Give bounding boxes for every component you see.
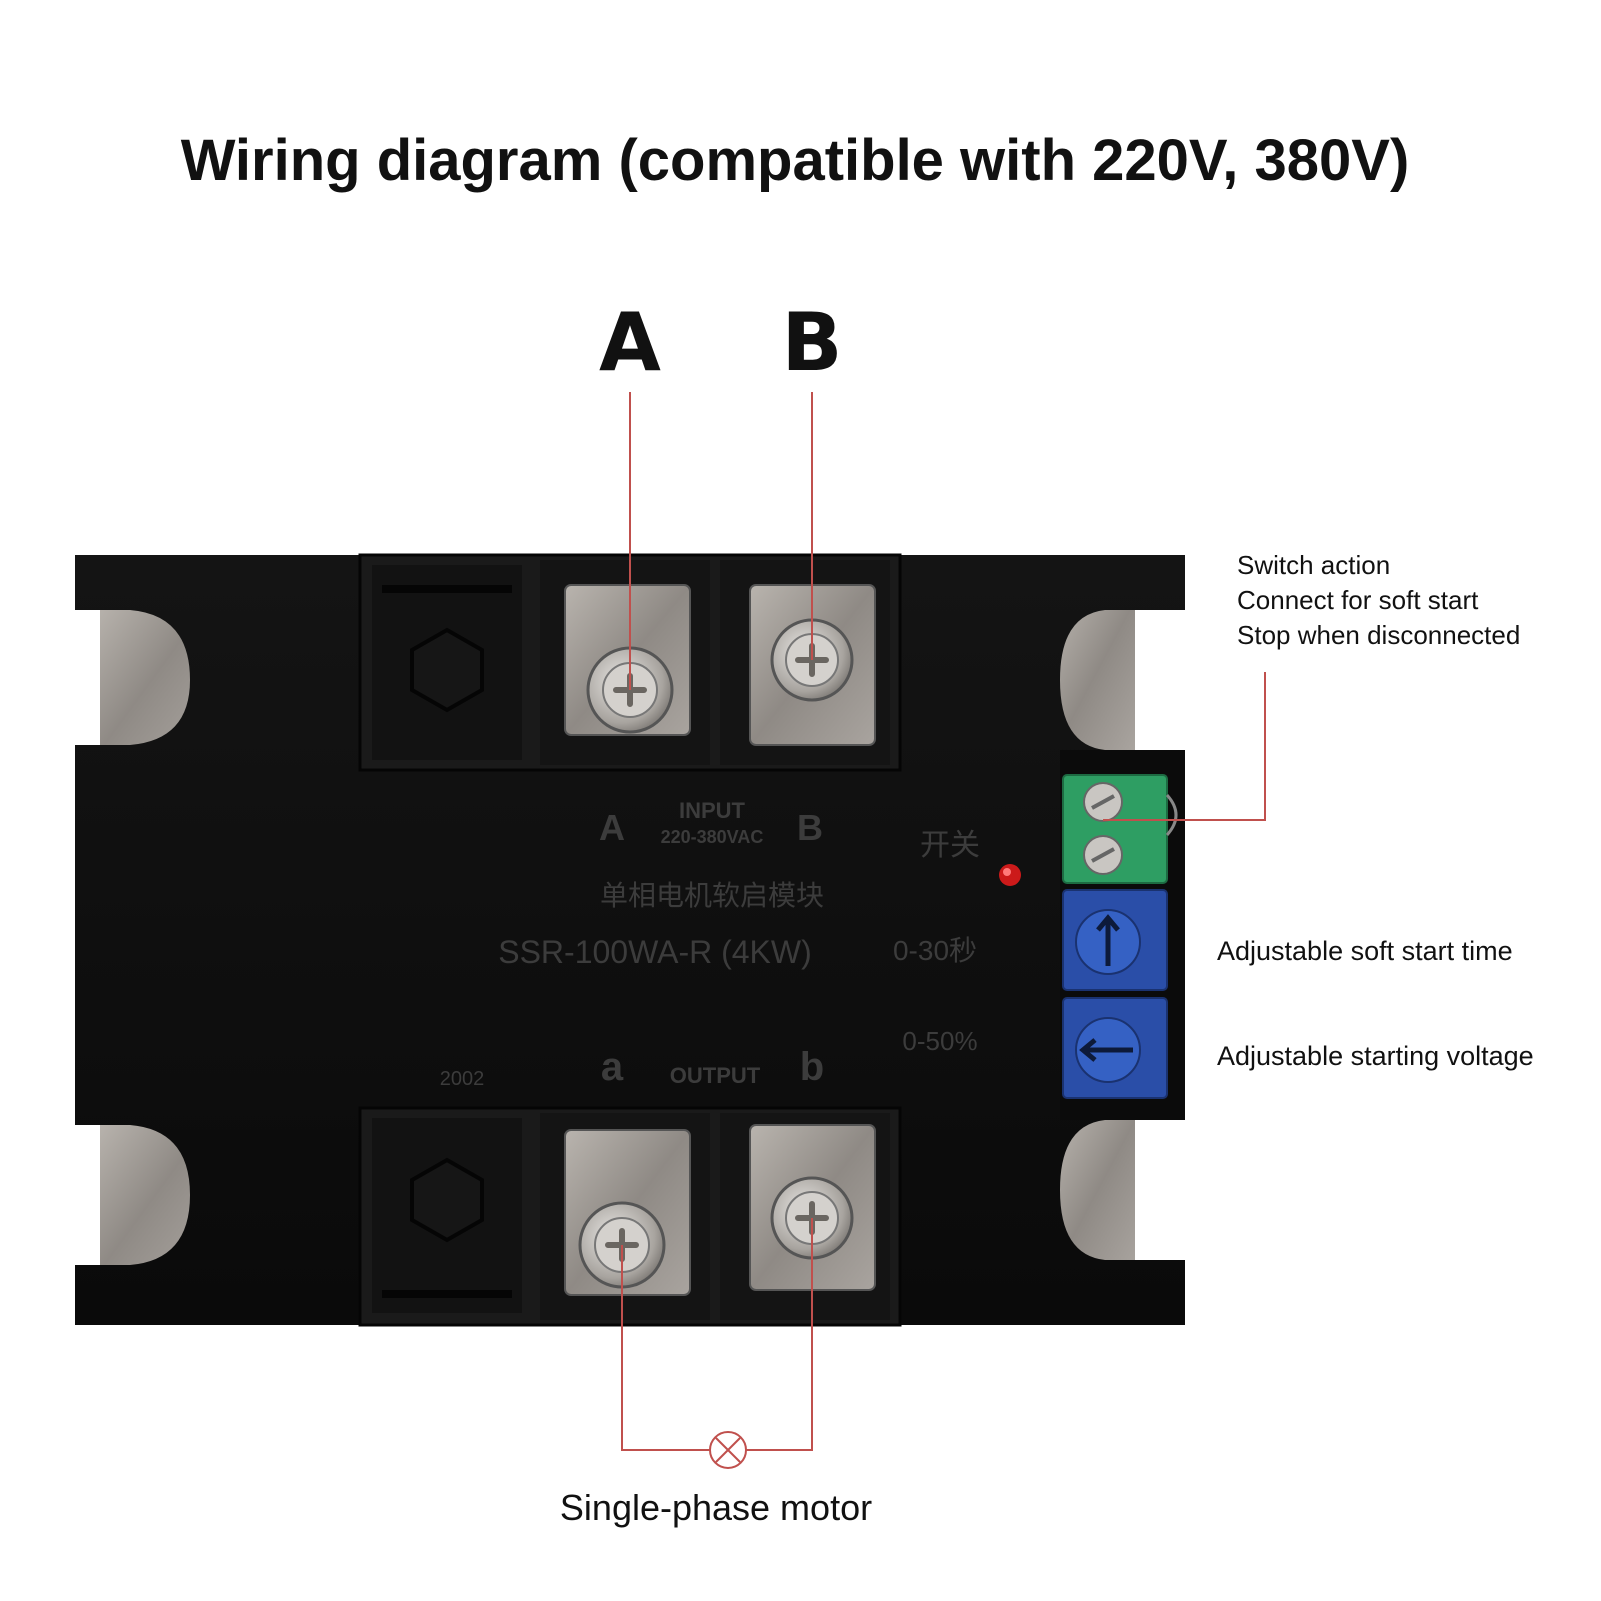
print-switch-cn: 开关 [920, 829, 980, 862]
motor-symbol-icon [709, 1431, 747, 1469]
hex-nut-icon [410, 1157, 484, 1243]
print-input-a: A [599, 807, 625, 848]
print-input-word: INPUT [679, 798, 746, 823]
input-label-a: A [599, 296, 661, 389]
print-code: 2002 [440, 1068, 485, 1090]
print-input-b: B [797, 807, 823, 848]
wire-switch-callout [1103, 672, 1266, 821]
print-name-cn: 单相电机软启模块 [600, 880, 824, 911]
print-voltage-range: 0-50% [902, 1026, 977, 1056]
wiring-lines [621, 392, 1266, 1469]
callout-starting-voltage: Adjustable starting voltage [1217, 1041, 1534, 1071]
callout-switch-line1: Switch action [1237, 550, 1390, 580]
wire-output-b [744, 1218, 813, 1451]
callout-motor: Single-phase motor [560, 1487, 872, 1528]
input-label-b: B [782, 296, 843, 389]
wire-output-a [621, 1245, 712, 1451]
hex-nut-icon [410, 627, 484, 713]
print-time-range: 0-30秒 [893, 935, 977, 966]
print-output-word: OUTPUT [670, 1063, 761, 1088]
print-model: SSR-100WA-R (4KW) [498, 934, 812, 970]
print-output-b: b [800, 1045, 824, 1089]
module-body [75, 555, 1185, 1325]
callout-soft-start-time: Adjustable soft start time [1217, 936, 1513, 966]
callout-switch-line2: Connect for soft start [1237, 585, 1479, 615]
led-icon [999, 864, 1021, 886]
page-title: Wiring diagram (compatible with 220V, 38… [181, 128, 1410, 193]
print-output-a: a [601, 1045, 624, 1089]
print-input-voltage: 220-380VAC [661, 827, 764, 847]
callout-switch-line3: Stop when disconnected [1237, 620, 1520, 650]
